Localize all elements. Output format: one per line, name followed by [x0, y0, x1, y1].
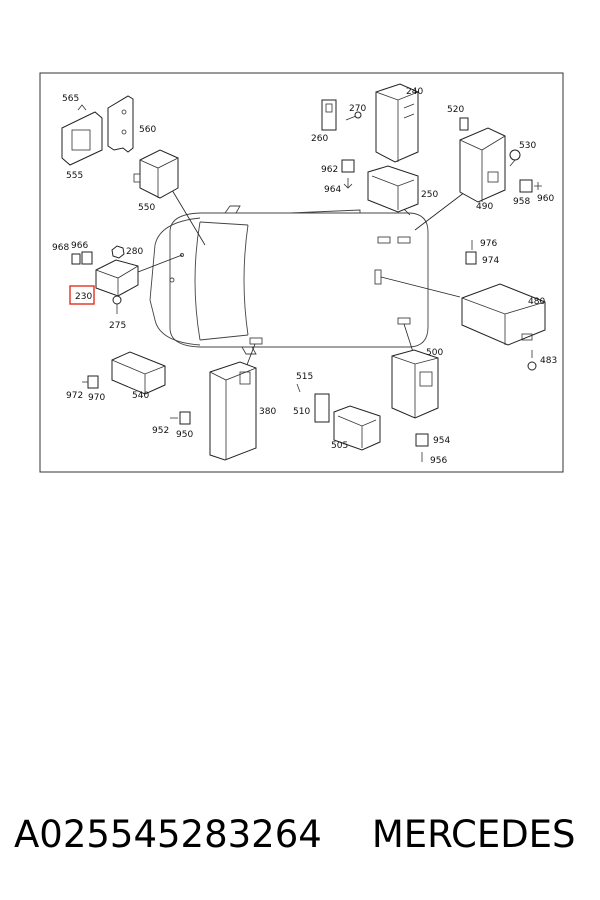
part-505-holder: [333, 405, 381, 451]
callout-976: 976: [480, 239, 497, 249]
callout-960: 960: [537, 194, 554, 204]
callout-230: 230: [75, 292, 92, 302]
callout-230-highlight: 230: [69, 285, 95, 305]
callout-974: 974: [482, 256, 499, 266]
brand-name: MERCEDES: [371, 812, 576, 856]
part-555-bracket: [61, 104, 103, 166]
callout-540: 540: [132, 391, 149, 401]
part-966-connector: [71, 251, 93, 265]
callout-972: 972: [66, 391, 83, 401]
callout-970: 970: [88, 393, 105, 403]
part-280-nut: [111, 245, 125, 259]
callout-958: 958: [513, 197, 530, 207]
callout-240: 240: [406, 87, 423, 97]
part-520-clip: [459, 117, 469, 131]
part-974-connector: [465, 240, 477, 265]
parts-diagram: 565 555 560 550 968 966 280 230 275 260 …: [39, 72, 564, 473]
part-275-screw: [112, 295, 122, 314]
part-954-connector: [415, 433, 429, 462]
callout-270: 270: [349, 104, 366, 114]
part-info-footer: A025545283264 MERCEDES: [14, 806, 594, 862]
callout-550: 550: [138, 203, 155, 213]
part-490-module: [459, 127, 506, 203]
callout-954: 954: [433, 436, 450, 446]
callout-505: 505: [331, 441, 348, 451]
callout-520: 520: [447, 105, 464, 115]
callout-968: 968: [52, 243, 69, 253]
part-550-module: [133, 149, 179, 199]
part-260-connector: [321, 99, 337, 131]
part-250-holder: [367, 165, 419, 213]
callout-483: 483: [540, 356, 557, 366]
callout-510: 510: [293, 407, 310, 417]
callout-555: 555: [66, 171, 83, 181]
part-483-screw: [527, 350, 537, 371]
callout-565: 565: [62, 94, 79, 104]
callout-500: 500: [426, 348, 443, 358]
callout-380: 380: [259, 407, 276, 417]
part-530-screw: [509, 149, 521, 167]
callout-490: 490: [476, 202, 493, 212]
part-number: A025545283264: [14, 812, 322, 856]
part-962-connector: [341, 159, 355, 189]
callout-275: 275: [109, 321, 126, 331]
part-958-connector: [519, 179, 542, 193]
callout-966: 966: [71, 241, 88, 251]
callout-515: 515: [296, 372, 313, 382]
part-480-module: [461, 283, 546, 346]
part-270-screw: [345, 111, 362, 121]
callout-950: 950: [176, 430, 193, 440]
callout-480: 480: [528, 297, 545, 307]
callout-560: 560: [139, 125, 156, 135]
callout-530: 530: [519, 141, 536, 151]
callout-280: 280: [126, 247, 143, 257]
callout-956: 956: [430, 456, 447, 466]
part-560-bracket: [107, 95, 134, 153]
callout-952: 952: [152, 426, 169, 436]
callout-964: 964: [324, 185, 341, 195]
part-950-connector: [170, 411, 191, 425]
part-500-module: [391, 349, 439, 419]
part-230-control-unit: [95, 259, 139, 297]
part-510-connector: [296, 383, 330, 423]
callout-labels: 565 555 560 550 968 966 280 230 275 260 …: [52, 87, 557, 466]
callout-962: 962: [321, 165, 338, 175]
callout-260: 260: [311, 134, 328, 144]
part-970-connector: [82, 375, 99, 389]
part-380-panel: [209, 361, 257, 461]
callout-250: 250: [421, 190, 438, 200]
part-540-module: [111, 351, 166, 395]
part-240-module: [375, 83, 419, 163]
